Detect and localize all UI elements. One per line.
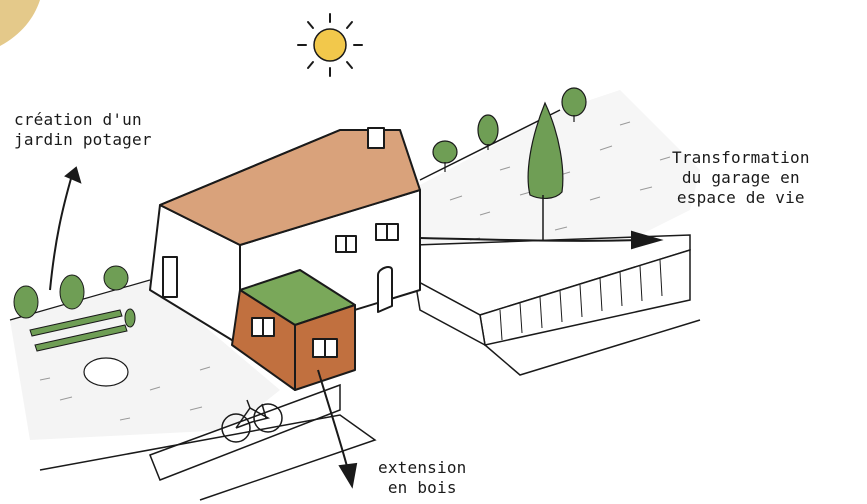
garage-annotation-line1: Transformation xyxy=(672,148,810,168)
extension-annotation-line1: extension xyxy=(378,458,467,478)
extension-annotation: extension en bois xyxy=(378,458,467,498)
garden-rock xyxy=(84,358,128,386)
corner-accent-shape xyxy=(0,0,40,46)
garage-annotation: Transformation du garage en espace de vi… xyxy=(672,148,810,208)
garage-annotation-line3: espace de vie xyxy=(672,188,810,208)
garage-annotation-line2: du garage en xyxy=(672,168,810,188)
garden-annotation-line2: jardin potager xyxy=(14,130,152,150)
extension-annotation-line2: en bois xyxy=(378,478,467,498)
house-door xyxy=(378,267,392,312)
garden-annotation-line1: création d'un xyxy=(14,110,152,130)
sun-icon xyxy=(298,14,362,76)
garage-platform xyxy=(415,235,700,375)
chimney xyxy=(368,128,384,148)
garden-annotation: création d'un jardin potager xyxy=(14,110,152,150)
house-door xyxy=(163,257,177,297)
